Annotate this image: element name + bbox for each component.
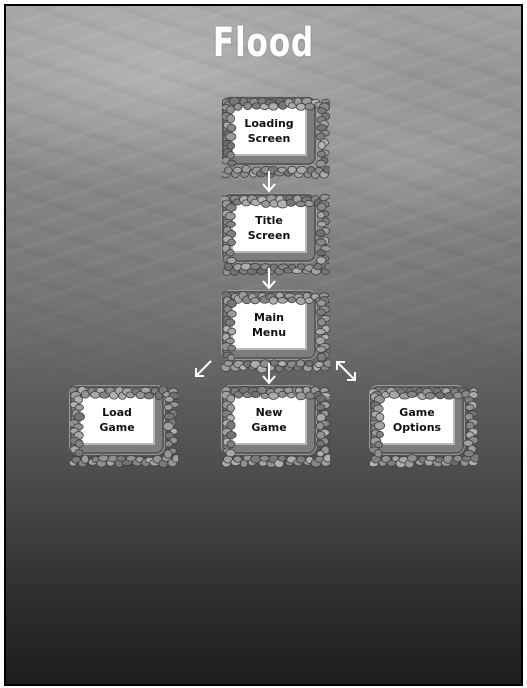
node-new-game: New Game: [222, 386, 330, 468]
diagram-title: Flood: [212, 20, 315, 66]
arrow-menu-to-options-two-way-icon: [336, 361, 356, 381]
node-title-screen-label: Title Screen: [247, 214, 291, 242]
node-load-game: Load Game: [70, 386, 178, 468]
node-new-game-label: New Game: [251, 406, 287, 434]
diagram-canvas: Flood Loading Screen Title Screen Main M…: [4, 4, 523, 686]
node-title-screen: Title Screen: [222, 194, 330, 276]
arrow-menu-to-load-game-icon: [195, 360, 212, 377]
node-load-game-label: Load Game: [99, 406, 135, 434]
node-game-options-label: Game Options: [392, 406, 442, 434]
node-loading-screen: Loading Screen: [222, 97, 330, 179]
node-main-menu-label: Main Menu: [251, 311, 287, 339]
node-loading-screen-label: Loading Screen: [244, 117, 294, 145]
arrow-loading-to-title-icon: [262, 171, 276, 193]
node-main-menu: Main Menu: [222, 291, 330, 373]
arrow-menu-to-new-game-icon: [262, 363, 276, 385]
node-game-options: Game Options: [370, 387, 478, 468]
arrow-title-to-menu-icon: [262, 268, 276, 290]
